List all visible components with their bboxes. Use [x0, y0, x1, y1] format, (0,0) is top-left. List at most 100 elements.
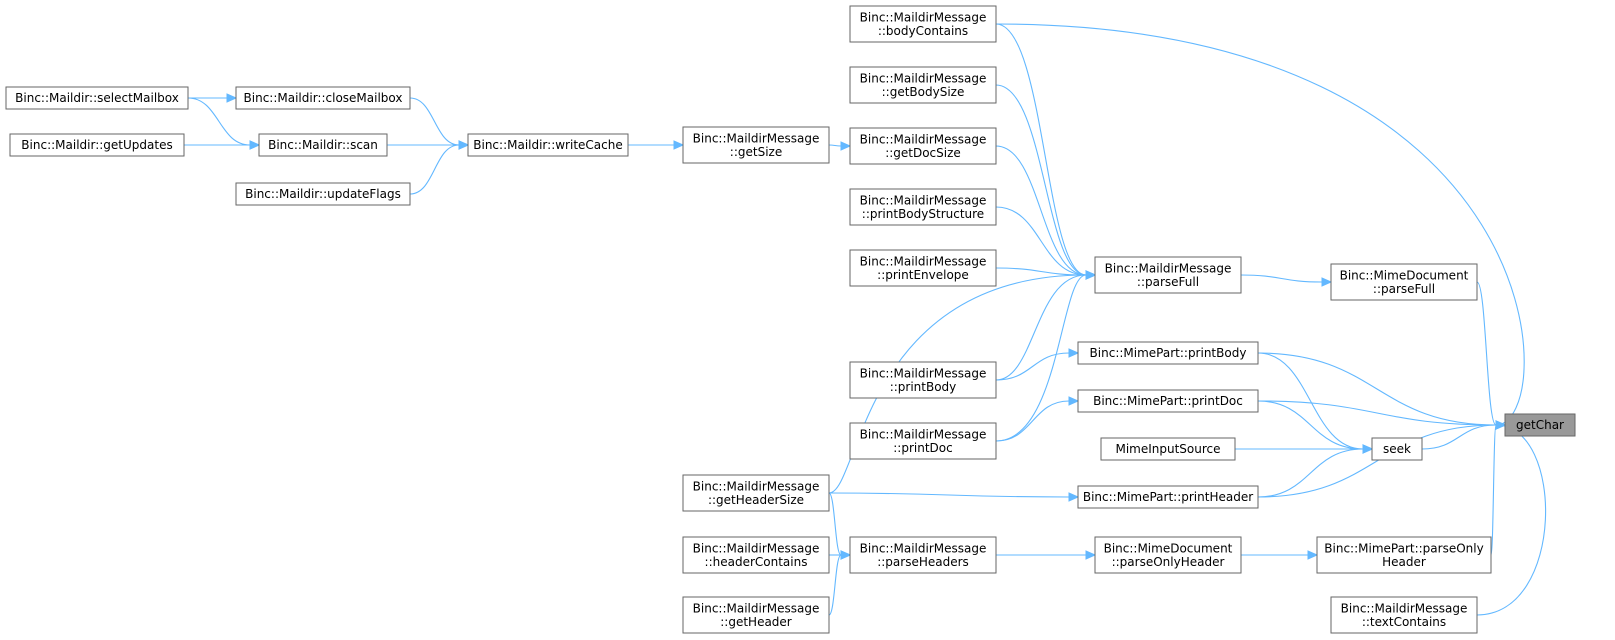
node-updateflags[interactable]: Binc::Maildir::updateFlags — [235, 182, 411, 206]
graph-nodes: getCharBinc::MaildirMessage::bodyContain… — [5, 5, 1576, 634]
node-label: Binc::MaildirMessage — [860, 427, 987, 441]
node-getupdates[interactable]: Binc::Maildir::getUpdates — [9, 133, 185, 157]
node-mp-printdoc[interactable]: Binc::MimePart::printDoc — [1077, 389, 1259, 413]
node-box — [1077, 341, 1259, 365]
node-box — [849, 361, 997, 399]
node-mp-printbody[interactable]: Binc::MimePart::printBody — [1077, 341, 1259, 365]
node-mimeinputsource[interactable]: MimeInputSource — [1100, 437, 1236, 461]
node-textcontains[interactable]: Binc::MaildirMessage::textContains — [1330, 596, 1478, 634]
edge-arrowhead — [1495, 420, 1507, 430]
node-label: Binc::Maildir::scan — [268, 138, 378, 152]
edge-md-parseonlyheader-to-mp-parseonlyheader — [1241, 550, 1319, 560]
edge-writecache-to-getsize — [628, 140, 685, 150]
node-label: getChar — [1516, 418, 1564, 432]
edge-mimeinputsource-to-seek — [1235, 444, 1374, 454]
edge-arrowhead — [1085, 270, 1097, 280]
node-mm-printbody[interactable]: Binc::MaildirMessage::printBody — [849, 361, 997, 399]
edge-line — [995, 274, 1087, 381]
node-box — [5, 86, 189, 110]
node-getdocsize[interactable]: Binc::MaildirMessage::getDocSize — [849, 127, 997, 165]
node-box — [258, 133, 388, 157]
node-printenvelope[interactable]: Binc::MaildirMessage::printEnvelope — [849, 249, 997, 287]
node-selectmailbox[interactable]: Binc::Maildir::selectMailbox — [5, 86, 189, 110]
node-box — [1330, 263, 1478, 301]
node-mm-printdoc[interactable]: Binc::MaildirMessage::printDoc — [849, 422, 997, 460]
edge-textcontains-to-getchar — [1476, 420, 1547, 616]
node-headercontains[interactable]: Binc::MaildirMessage::headerContains — [682, 536, 830, 574]
node-md-parsefull[interactable]: Binc::MimeDocument::parseFull — [1330, 263, 1478, 301]
edge-arrowhead — [1085, 550, 1097, 560]
edge-line — [995, 400, 1070, 442]
node-label: Binc::MaildirMessage — [860, 193, 987, 207]
node-writecache[interactable]: Binc::Maildir::writeCache — [467, 133, 629, 157]
node-label: Binc::MaildirMessage — [1341, 601, 1468, 615]
edge-line — [1257, 424, 1497, 498]
node-mp-printheader[interactable]: Binc::MimePart::printHeader — [1077, 485, 1259, 509]
edge-getheader-to-parseheaders — [828, 550, 852, 616]
node-getsize[interactable]: Binc::MaildirMessage::getSize — [682, 126, 830, 164]
node-scan[interactable]: Binc::Maildir::scan — [258, 133, 388, 157]
node-box — [9, 133, 185, 157]
node-box — [1100, 437, 1236, 461]
node-box — [1316, 536, 1492, 574]
node-getheadersize[interactable]: Binc::MaildirMessage::getHeaderSize — [682, 474, 830, 512]
node-box — [235, 182, 411, 206]
edge-line — [1257, 400, 1364, 450]
edge-line — [1257, 352, 1497, 426]
node-label: ::textContains — [1362, 615, 1446, 629]
node-label: Binc::Maildir::closeMailbox — [244, 91, 403, 105]
node-label: Binc::MimeDocument — [1340, 268, 1469, 282]
node-label: Binc::MaildirMessage — [860, 254, 987, 268]
node-parseheaders[interactable]: Binc::MaildirMessage::parseHeaders — [849, 536, 997, 574]
node-box — [1504, 413, 1576, 437]
node-mp-parseonlyheader[interactable]: Binc::MimePart::parseOnlyHeader — [1316, 536, 1492, 574]
node-label: ::printBodyStructure — [862, 207, 984, 221]
node-label: Binc::MaildirMessage — [860, 10, 987, 24]
edge-arrowhead — [226, 93, 238, 103]
node-label: ::printEnvelope — [877, 268, 969, 282]
edge-md-parsefull-to-getchar — [1476, 281, 1507, 430]
node-label: ::parseHeaders — [877, 555, 969, 569]
edge-mm-printdoc-to-mm-parsefull — [995, 270, 1097, 442]
graph-edges — [184, 23, 1547, 616]
node-box — [1330, 596, 1478, 634]
node-printbodystructure[interactable]: Binc::MaildirMessage::printBodyStructure — [849, 188, 997, 226]
edge-mm-parsefull-to-md-parsefull — [1240, 274, 1333, 287]
edge-arrowhead — [1068, 492, 1080, 502]
node-label: Binc::MaildirMessage — [860, 132, 987, 146]
node-box — [682, 536, 830, 574]
edge-mp-printbody-to-getchar — [1257, 352, 1507, 430]
edge-getheadersize-to-parseheaders — [828, 492, 852, 560]
edge-updateflags-to-writecache — [409, 140, 470, 195]
edge-line — [1240, 274, 1323, 283]
node-label: ::bodyContains — [878, 24, 968, 38]
node-bodycontains[interactable]: Binc::MaildirMessage::bodyContains — [849, 5, 997, 43]
node-mm-parsefull[interactable]: Binc::MaildirMessage::parseFull — [1094, 256, 1242, 294]
node-box — [1094, 256, 1242, 294]
node-closemailbox[interactable]: Binc::Maildir::closeMailbox — [235, 86, 411, 110]
node-getheader[interactable]: Binc::MaildirMessage::getHeader — [682, 596, 830, 634]
edge-arrowhead — [1321, 277, 1333, 287]
node-box — [849, 66, 997, 104]
node-label: Binc::MaildirMessage — [1105, 261, 1232, 275]
edge-mm-printdoc-to-mp-printdoc — [995, 396, 1080, 442]
node-label: Binc::MimePart::printDoc — [1093, 394, 1243, 408]
edge-line — [995, 274, 1087, 442]
node-md-parseonlyheader[interactable]: Binc::MimeDocument::parseOnlyHeader — [1094, 536, 1242, 574]
node-label: Binc::MaildirMessage — [860, 541, 987, 555]
node-seek[interactable]: seek — [1371, 437, 1423, 461]
node-label: ::parseOnlyHeader — [1112, 555, 1225, 569]
node-getbodysize[interactable]: Binc::MaildirMessage::getBodySize — [849, 66, 997, 104]
node-box — [1077, 485, 1259, 509]
node-label: ::parseFull — [1373, 282, 1435, 296]
edge-arrowhead — [1362, 444, 1374, 454]
node-label: ::getHeaderSize — [708, 493, 804, 507]
edge-line — [995, 23, 1087, 276]
node-label: Binc::MaildirMessage — [860, 71, 987, 85]
node-label: Binc::MaildirMessage — [693, 131, 820, 145]
edge-arrowhead — [1068, 348, 1080, 358]
node-label: Binc::MaildirMessage — [860, 366, 987, 380]
node-box — [1094, 536, 1242, 574]
node-getchar[interactable]: getChar — [1504, 413, 1576, 437]
